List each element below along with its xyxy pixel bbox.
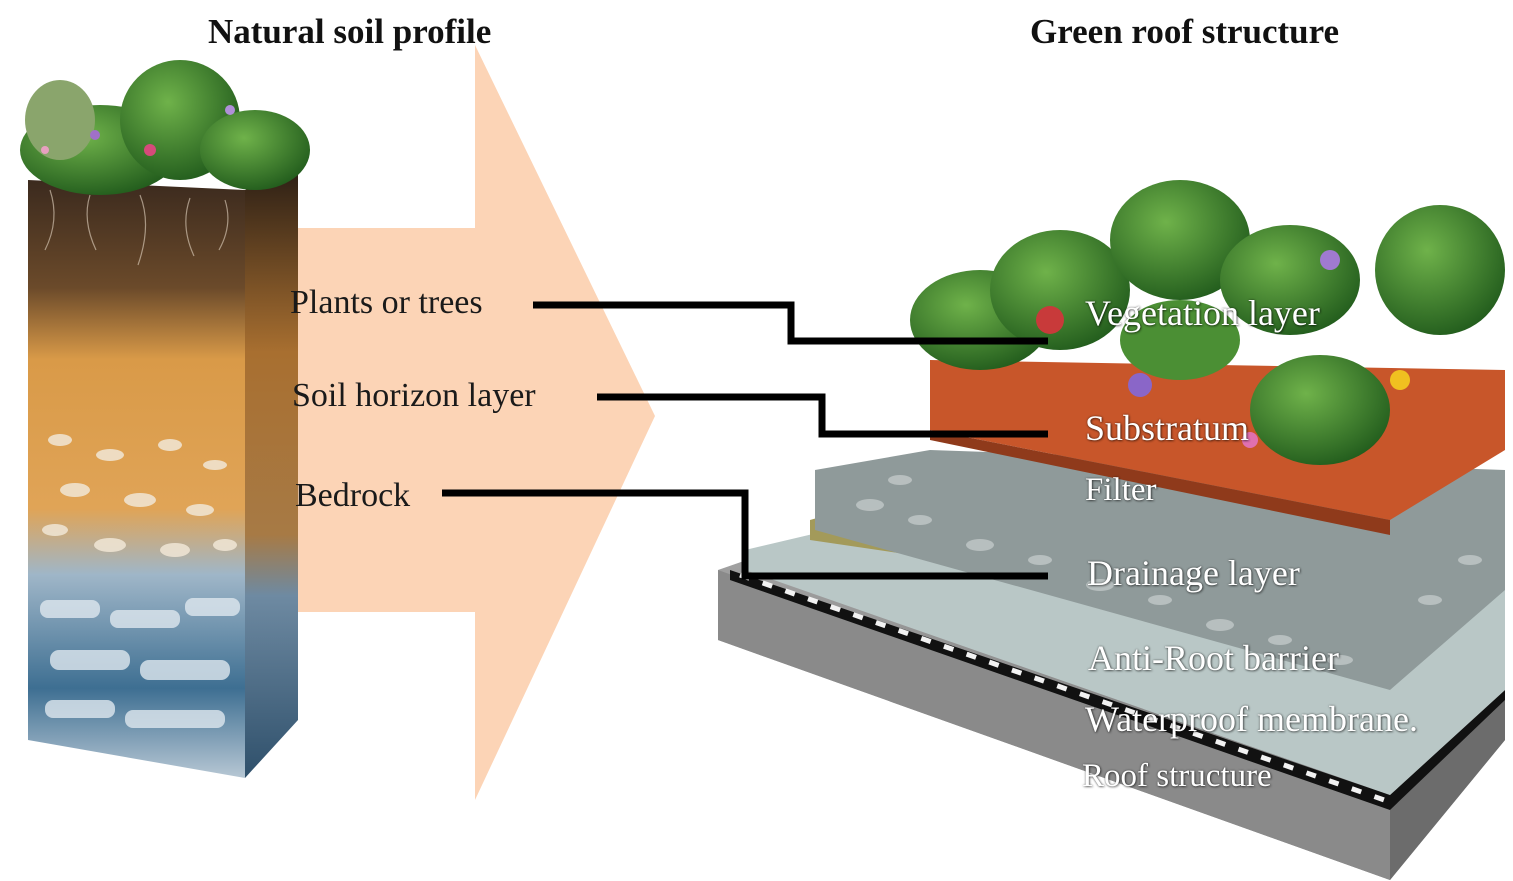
arrow-shape — [248, 45, 655, 800]
label-plants-or-trees: Plants or trees — [290, 284, 483, 322]
label-filter: Filter — [1085, 472, 1157, 509]
label-soil-horizon-layer: Soil horizon layer — [292, 377, 536, 415]
label-vegetation-layer: Vegetation layer — [1085, 292, 1320, 334]
label-substratum: Substratum — [1085, 407, 1249, 449]
label-anti-root-barrier: Anti-Root barrier — [1088, 637, 1339, 679]
label-bedrock: Bedrock — [295, 477, 410, 515]
title-natural-soil-profile: Natural soil profile — [208, 12, 491, 52]
label-roof-structure: Roof structure — [1082, 758, 1272, 795]
label-waterproof-membrane: Waterproof membrane. — [1085, 698, 1418, 740]
title-green-roof-structure: Green roof structure — [1030, 12, 1339, 52]
soil-column — [20, 60, 310, 778]
label-drainage-layer: Drainage layer — [1087, 552, 1300, 594]
